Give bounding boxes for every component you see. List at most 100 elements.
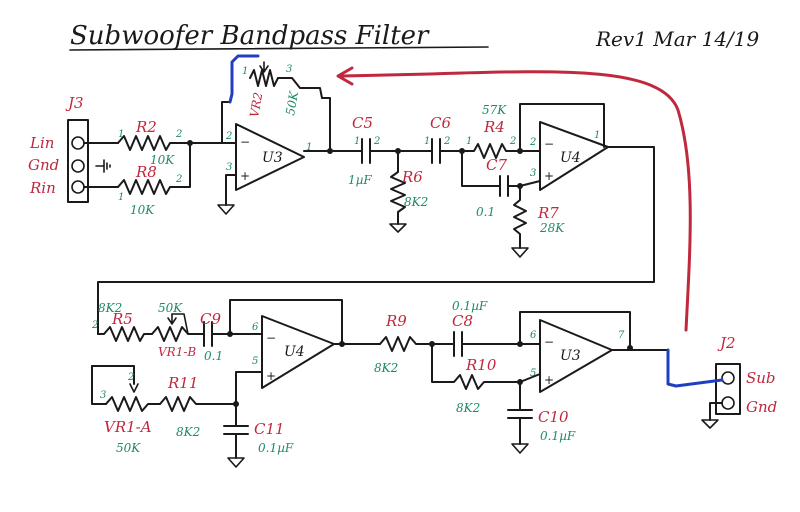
c8-value: 0.1µF bbox=[452, 299, 488, 313]
c10-ref: C10 bbox=[538, 408, 569, 426]
u3a-label: U3 bbox=[262, 150, 283, 166]
j2-body bbox=[715, 363, 741, 415]
c6-ref: C6 bbox=[430, 114, 451, 132]
r11-value: 8K2 bbox=[176, 425, 200, 439]
u3b-pin5: 5 bbox=[530, 368, 536, 379]
u3b-pin6: 6 bbox=[530, 330, 537, 341]
potentiometer-vr1b bbox=[151, 326, 205, 342]
u3b-in-plus bbox=[519, 373, 541, 383]
r2-value: 10K bbox=[150, 153, 175, 167]
opamp-u4b bbox=[261, 315, 335, 389]
u4a-label: U4 bbox=[560, 150, 581, 166]
connector-j2: J2 Sub Gnd bbox=[666, 334, 777, 429]
wire-c7 bbox=[461, 150, 501, 187]
resistor-r10 bbox=[431, 343, 521, 390]
r11-ref: R11 bbox=[167, 374, 198, 392]
capacitor-c5 bbox=[361, 138, 371, 164]
junction-u4b-out bbox=[339, 341, 345, 347]
c7-ref: C7 bbox=[486, 156, 507, 174]
vr2-pin3: 3 bbox=[286, 64, 292, 75]
c11-value: 0.1µF bbox=[258, 441, 294, 455]
u4a-feedback bbox=[519, 103, 605, 152]
vr2-ref: VR2 bbox=[247, 91, 265, 118]
vr1a-wiper-loop bbox=[91, 365, 135, 385]
u4b-pin6: 6 bbox=[252, 322, 259, 333]
resistor-r9 bbox=[379, 336, 433, 352]
opamp-u3a-stage: U3 − + 2 3 1 VR2 50K 1 3 bbox=[217, 54, 333, 215]
u4b-feedback bbox=[229, 299, 343, 345]
vr1a-pin3: 3 bbox=[100, 390, 106, 401]
opamp-u3b bbox=[539, 319, 613, 393]
u4a-in-plus bbox=[519, 180, 541, 187]
j2-ground-wire bbox=[709, 402, 723, 421]
j3-rin-label: Rin bbox=[29, 179, 56, 197]
lowpass-bias-section: R11 8K2 VR1-A 50K 3 2 C11 0.1µF bbox=[91, 365, 294, 468]
vr1b-wiper bbox=[167, 313, 177, 325]
vr2-rework-wire bbox=[228, 54, 260, 104]
r2-pin2: 2 bbox=[175, 129, 182, 140]
vr1a-value: 50K bbox=[116, 441, 141, 455]
u4b-in-plus bbox=[235, 371, 263, 405]
j3-pin-gnd bbox=[71, 159, 85, 173]
j3-pin-rin bbox=[71, 180, 85, 194]
r2-ref: R2 bbox=[135, 118, 157, 136]
j3-gnd-label: Gnd bbox=[28, 156, 59, 174]
u4a-pin1: 1 bbox=[594, 130, 600, 141]
r2-pin1: 1 bbox=[118, 129, 124, 140]
r5-value: 8K2 bbox=[98, 301, 122, 315]
vr2-pin1: 1 bbox=[242, 66, 248, 77]
j3-pin-lin bbox=[71, 136, 85, 150]
vr1b-ref: VR1-B bbox=[158, 345, 196, 359]
vr2-wiper bbox=[259, 61, 269, 73]
u3a-ground bbox=[217, 204, 235, 215]
c5-pin1: 1 bbox=[354, 136, 360, 147]
j3-ground-symbol bbox=[95, 159, 111, 173]
r6-ground bbox=[389, 223, 407, 233]
opamp-u3a bbox=[235, 123, 305, 191]
u3b-plus: + bbox=[544, 373, 554, 387]
output-rework-wire bbox=[666, 348, 724, 388]
u4b-label: U4 bbox=[284, 344, 305, 360]
resistor-r5 bbox=[97, 326, 153, 342]
wire-vr1a-left bbox=[91, 365, 107, 405]
capacitor-c6 bbox=[431, 138, 441, 164]
u3a-pin3: 3 bbox=[226, 162, 232, 173]
c11-ground bbox=[227, 457, 245, 468]
c10-value: 0.1µF bbox=[540, 429, 576, 443]
u3a-in-plus bbox=[225, 174, 237, 206]
capacitor-c10 bbox=[507, 381, 533, 445]
c7-value: 0.1 bbox=[476, 205, 495, 219]
connector-j3: J3 Lin Gnd Rin bbox=[28, 94, 111, 203]
resistor-r4 bbox=[461, 143, 521, 159]
r7-value: 28K bbox=[539, 221, 565, 235]
opamp-u4a bbox=[539, 121, 609, 191]
u3a-pin1: 1 bbox=[306, 142, 312, 153]
j2-pin-sub bbox=[721, 371, 735, 385]
r4-value: 57K bbox=[482, 103, 507, 117]
capacitor-c8 bbox=[453, 331, 463, 357]
potentiometer-vr1a bbox=[105, 396, 161, 412]
u3b-minus: − bbox=[544, 335, 554, 349]
r8-pin2: 2 bbox=[175, 174, 182, 185]
revision-date: Rev1 Mar 14/19 bbox=[595, 27, 760, 51]
resistor-r11 bbox=[159, 396, 237, 412]
j3-lin-label: Lin bbox=[29, 134, 54, 152]
vr1b-value: 50K bbox=[158, 301, 183, 315]
vr1a-ref: VR1-A bbox=[104, 418, 152, 436]
feedback-arrowhead bbox=[336, 66, 354, 86]
c8-ref: C8 bbox=[452, 312, 473, 330]
c6-pin2: 2 bbox=[443, 136, 450, 147]
highpass-section: C5 1µF 1 2 R6 8K2 C6 1 2 57K R4 1 2 C7 0… bbox=[329, 103, 565, 258]
u3a-feedback-left bbox=[221, 101, 231, 144]
r8-ref: R8 bbox=[135, 163, 157, 181]
c9-ref: C9 bbox=[200, 310, 221, 328]
c6-pin1: 1 bbox=[424, 136, 430, 147]
j2-ground bbox=[701, 419, 719, 429]
u4b-minus: − bbox=[266, 331, 276, 345]
u3b-label: U3 bbox=[560, 348, 581, 364]
j2-label: J2 bbox=[717, 334, 736, 352]
r6-value: 8K2 bbox=[404, 195, 428, 209]
u4b-pin5: 5 bbox=[252, 356, 258, 367]
